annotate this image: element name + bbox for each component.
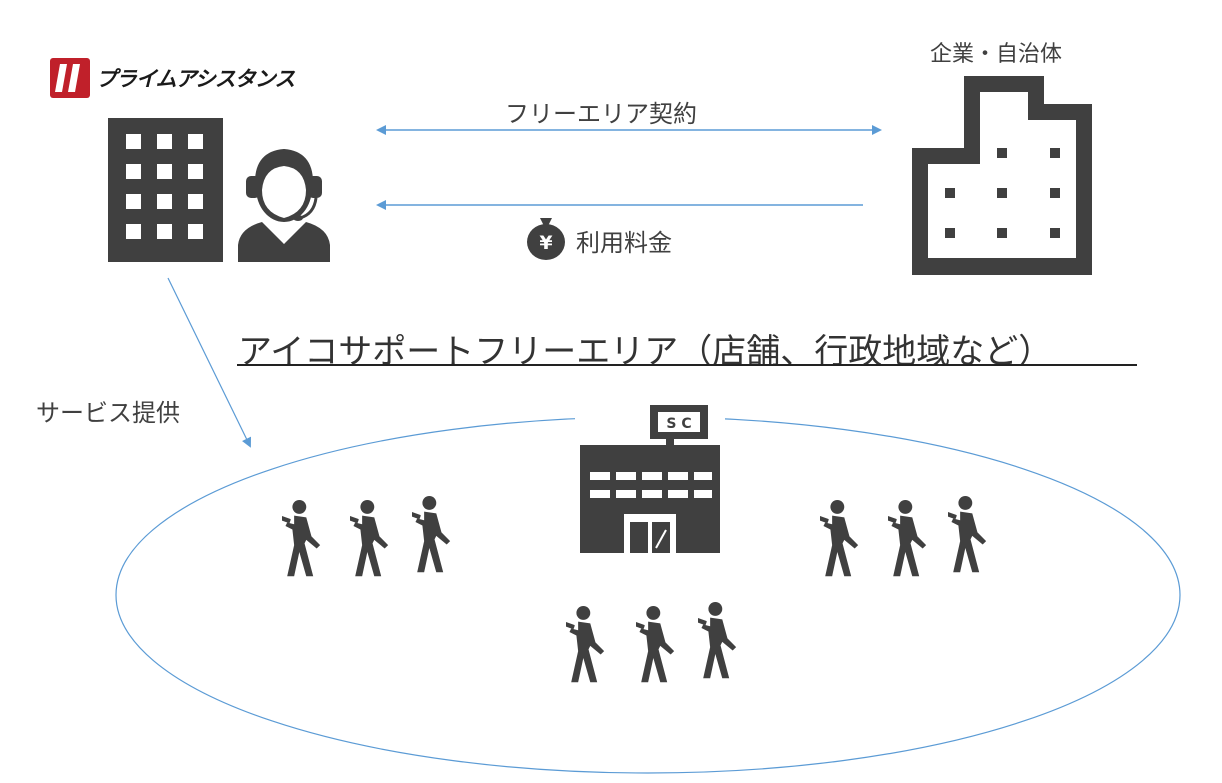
pedestrian-icon [636, 606, 675, 683]
client-building-icon [912, 76, 1092, 275]
yen-symbol: ¥ [539, 232, 552, 254]
store-sign: S C [666, 416, 691, 432]
fee-label: 利用料金 [576, 229, 672, 257]
pedestrian-icon [350, 500, 389, 577]
operator-headset-icon [238, 148, 330, 262]
pedestrian-icon [948, 496, 987, 573]
pedestrian-icon [820, 500, 859, 577]
service-arrow [167, 277, 251, 448]
client-label: 企業・自治体 [930, 42, 1063, 67]
provider-logo-text: プライムアシスタンス [96, 67, 295, 91]
pedestrian-icon [566, 606, 605, 683]
pedestrian-icon [412, 496, 451, 573]
money-bag-icon: ¥ [527, 218, 565, 260]
prime-assistance-logo [50, 58, 90, 98]
provider-building-icon [108, 118, 223, 262]
pedestrian-icon [698, 602, 737, 679]
pedestrian-icon [282, 500, 321, 577]
contract-label: フリーエリア契約 [505, 100, 697, 128]
shopping-center-icon: S C [575, 405, 725, 557]
service-label: サービス提供 [36, 399, 180, 427]
pedestrian-icon [888, 500, 927, 577]
title-underline [237, 364, 1137, 366]
